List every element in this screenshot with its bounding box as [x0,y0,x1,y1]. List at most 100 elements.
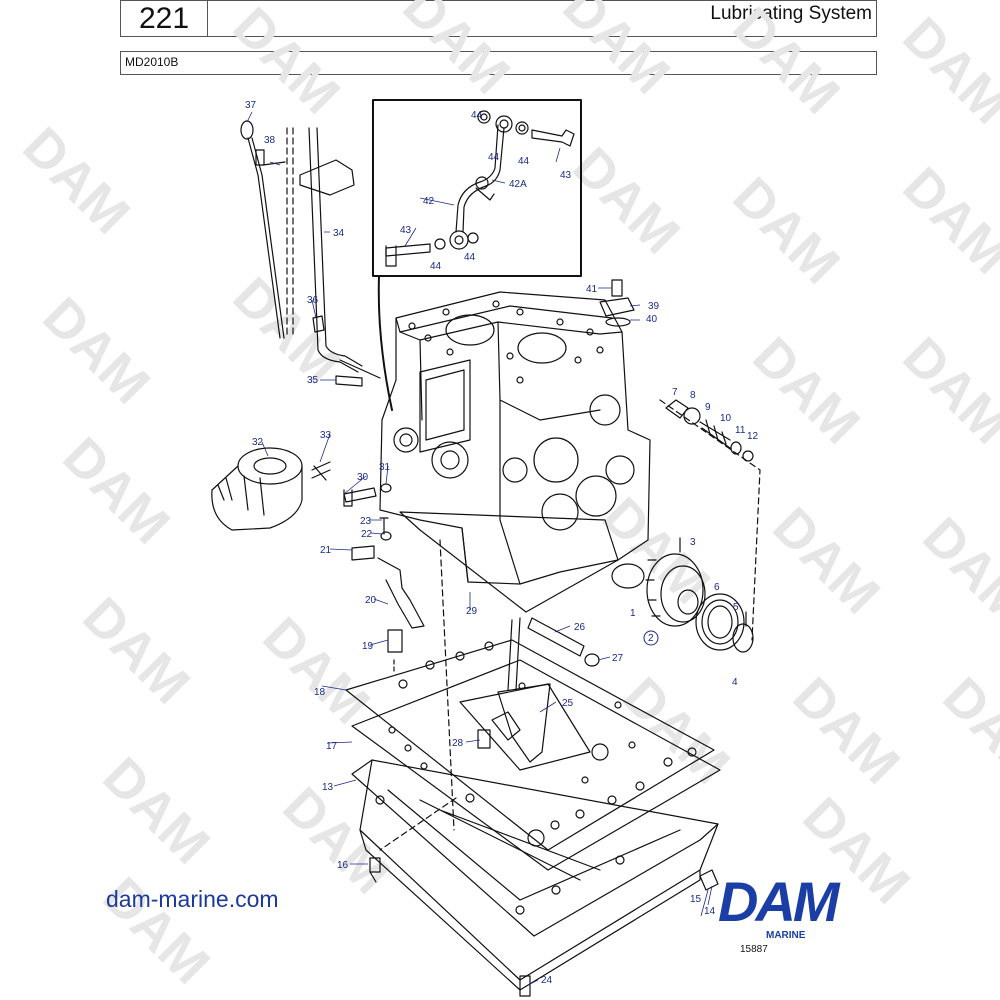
gasket-ring [605,317,631,327]
callout: 5 [733,602,739,613]
callout: 42A [509,179,527,190]
page-number: 221 [121,1,208,36]
callout: 20 [365,595,377,606]
callout: 34 [333,228,345,239]
watermark-text: DAM [612,666,741,795]
callout: 7 [672,387,678,398]
callout: 44 [488,152,500,163]
cover-plate [599,297,635,317]
engine-block [379,291,651,585]
watermark-text: DAM [762,496,891,625]
callout: 33 [320,430,332,441]
watermark-text: DAM [722,166,851,295]
callout: 6 [714,582,720,593]
header-bar: 221 Lubricating System [120,0,877,37]
block-deck-holes [408,300,604,384]
watermark-text: DAM [222,266,351,395]
bolt [477,729,491,749]
dam-logo-subtext: MARINE [766,930,806,941]
watermark-text: DAM [892,326,1000,455]
model-label: MD2010B [125,55,179,69]
callout: 43 [560,170,572,181]
watermark-text: DAM [912,506,1000,635]
watermark-text: DAM [592,486,721,615]
relief-valve-parts [343,483,425,653]
callout: 11 [735,425,746,436]
callout: 35 [307,375,319,386]
callout: 43 [400,225,412,236]
callout: 8 [690,390,696,401]
callout: 19 [362,641,374,652]
callout: 4 [732,677,738,688]
watermark-text: DAM [52,426,181,555]
callout: 39 [648,301,660,312]
watermark-text: DAM [222,0,351,125]
callout: 13 [322,782,334,793]
callout: 37 [245,100,257,111]
inset-detail-box [372,99,582,277]
callout: 10 [720,413,732,424]
callout: 36 [307,295,319,306]
callout: 3 [690,537,696,548]
watermark-text: DAM [892,6,1000,135]
watermark-text: DAM [742,326,871,455]
watermark-text: DAM [932,666,1000,795]
callout: 30 [357,472,369,483]
dipstick [240,120,294,339]
callout: 24 [541,975,553,986]
alignment-line [439,539,455,831]
dam-logo: DAM [718,870,840,933]
watermark-text: DAM [272,776,401,905]
callout: 31 [379,462,391,473]
drawing-number: 15887 [740,944,768,955]
callout: 22 [361,529,373,540]
callout: 44 [430,261,442,272]
oil-pan [351,759,719,991]
oil-filter [211,447,331,531]
leader-lines [246,111,713,986]
watermark-text: DAM [892,156,1000,285]
callout: 25 [562,698,574,709]
relief-valve-right [659,399,761,641]
watermark-text: DAM [12,116,141,245]
callout: 32 [252,437,264,448]
block-gasket [399,511,619,613]
callout: 23 [360,516,372,527]
model-bar: MD2010B [120,51,877,75]
callout-labels: 1 2 3 4 5 6 7 8 9 10 11 12 13 14 15 16 1… [245,100,759,986]
callout: 40 [646,314,658,325]
callout: 21 [320,545,332,556]
callout: 38 [264,135,276,146]
callout: 42 [423,196,435,207]
callout: 14 [704,906,716,917]
inset-leader-line [377,275,393,411]
section-title: Lubricating System [710,3,872,24]
watermark-text: DAM [782,666,911,795]
callout: 44 [464,252,476,263]
dipstick-tube [262,127,381,387]
bolt [369,857,381,883]
drain-bolt [519,975,531,997]
watermark-text: DAM [392,0,521,105]
watermark-text: DAM [722,0,851,125]
website-link[interactable]: dam-marine.com [106,886,279,912]
watermark-text: DAM [552,0,681,105]
watermark-layer: DAM DAM DAM DAM DAM DAM DAM DAM DAM DAM … [12,0,1000,995]
sump-gasket [351,659,721,871]
sump-plate [345,639,715,851]
callout: 41 [586,284,598,295]
callout: 44 [471,110,483,121]
watermark-text: DAM [92,746,221,875]
callout: 2 [648,633,654,644]
callout: 29 [466,606,478,617]
callout: 15 [690,894,702,905]
callout: 27 [612,653,624,664]
callout: 18 [314,687,326,698]
callout: 16 [337,860,349,871]
callout: 44 [518,156,530,167]
oil-pipe-detail [385,110,575,267]
callout: 26 [574,622,586,633]
drain-plug [699,869,719,891]
callout: 17 [326,741,338,752]
